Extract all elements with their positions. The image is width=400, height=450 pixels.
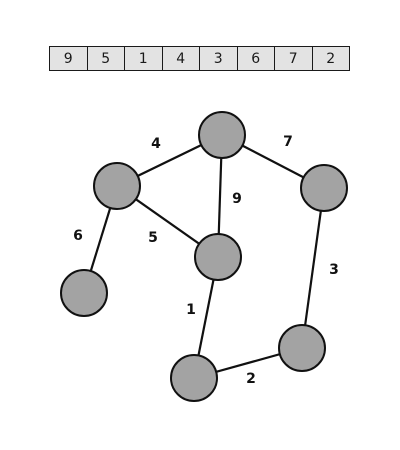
edge-weight-label: 1 [186, 302, 196, 318]
array-cell: 5 [88, 47, 125, 70]
edge-weight-label: 5 [148, 230, 158, 246]
graph-node-left [93, 162, 141, 210]
array-cell: 2 [326, 50, 336, 67]
graph-node-bottom [170, 354, 218, 402]
array-bar: 9 5 1 4 3 6 7 2 [49, 46, 350, 71]
edge-weight-label: 2 [246, 371, 256, 387]
array-cell: 3 [200, 47, 238, 70]
edge-weight-label: 6 [73, 228, 83, 244]
edge-weight-label: 7 [283, 134, 293, 150]
graph-node-bottom-right [278, 324, 326, 372]
graph-node-right [300, 164, 348, 212]
edge-weight-label: 4 [151, 136, 161, 152]
graph-node-center [194, 233, 242, 281]
array-cell: 7 [275, 47, 313, 70]
array-cell: 1 [125, 47, 163, 70]
array-cell: 4 [163, 47, 200, 70]
array-cell: 6 [238, 47, 275, 70]
edge-right-bottom-right [300, 187, 326, 349]
graph-node-bottom-left [60, 269, 108, 317]
graph-node-top [198, 111, 246, 159]
edge-weight-label: 9 [232, 191, 242, 207]
edge-weight-label: 3 [329, 262, 339, 278]
array-cell: 9 [50, 47, 88, 70]
